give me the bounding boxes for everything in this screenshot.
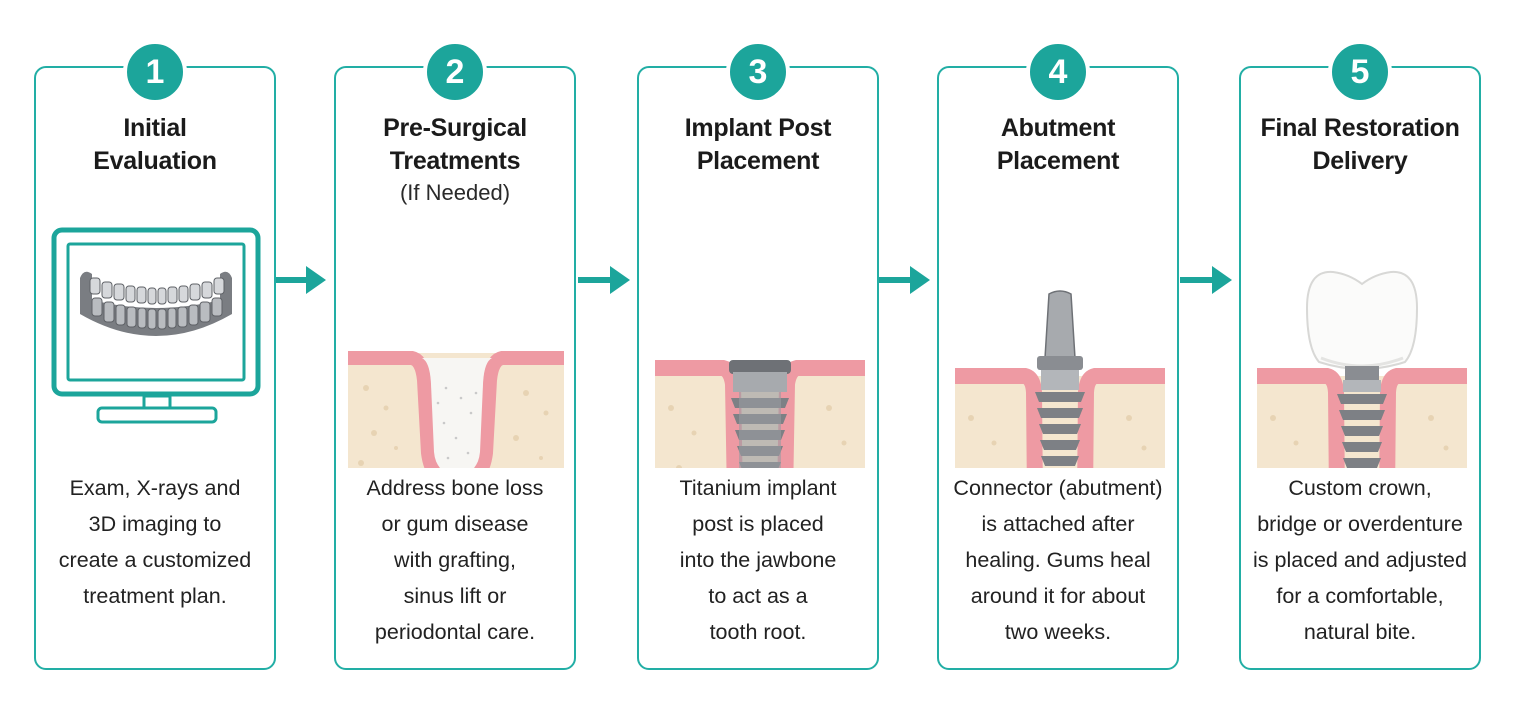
step-title: Final Restoration Delivery bbox=[1260, 114, 1460, 175]
arrow-icon bbox=[878, 266, 930, 294]
step-card-abutment-placement: 4 Abutment Placement Connector (abutment… bbox=[937, 40, 1179, 670]
abutment-icon bbox=[955, 290, 1165, 468]
step-description: Address bone loss or gum disease with gr… bbox=[366, 476, 544, 644]
step-card-final-restoration-delivery: 5 Final Restoration Delivery Custom crow… bbox=[1239, 40, 1481, 670]
step-title: Pre-Surgical Treatments bbox=[383, 114, 527, 175]
step-number-badge: 5 bbox=[1328, 40, 1392, 104]
step-description: Exam, X-rays and 3D imaging to create a … bbox=[58, 476, 252, 608]
step-number-badge: 3 bbox=[726, 40, 790, 104]
step-subtitle: (If Needed) bbox=[399, 180, 511, 205]
step-description: Titanium implant post is placed into the… bbox=[679, 476, 837, 644]
step-number-badge: 4 bbox=[1026, 40, 1090, 104]
arrow-icon bbox=[1180, 266, 1232, 294]
step-title: Implant Post Placement bbox=[684, 114, 832, 175]
step-card-pre-surgical-treatments: 2 Pre-Surgical Treatments (If Needed) Ad… bbox=[334, 40, 576, 670]
arrow-icon bbox=[274, 266, 326, 294]
arrow-icon bbox=[578, 266, 630, 294]
step-title: Abutment Placement bbox=[996, 114, 1120, 175]
step-number-badge: 2 bbox=[423, 40, 487, 104]
crown-on-implant-icon bbox=[1257, 270, 1467, 468]
xray-monitor-icon bbox=[51, 227, 261, 424]
implant-post-icon bbox=[655, 360, 865, 468]
step-card-initial-evaluation: 1 Initial Evaluation Exam, X-rays and bbox=[34, 40, 276, 670]
step-card-implant-post-placement: 3 Implant Post Placement Titanium implan… bbox=[637, 40, 879, 670]
step-title: Initial Evaluation bbox=[93, 114, 217, 175]
step-number-badge: 1 bbox=[123, 40, 187, 104]
bone-graft-socket-icon bbox=[348, 351, 564, 468]
step-description: Connector (abutment) is attached after h… bbox=[953, 476, 1163, 644]
step-description: Custom crown, bridge or overdenture is p… bbox=[1253, 476, 1467, 644]
